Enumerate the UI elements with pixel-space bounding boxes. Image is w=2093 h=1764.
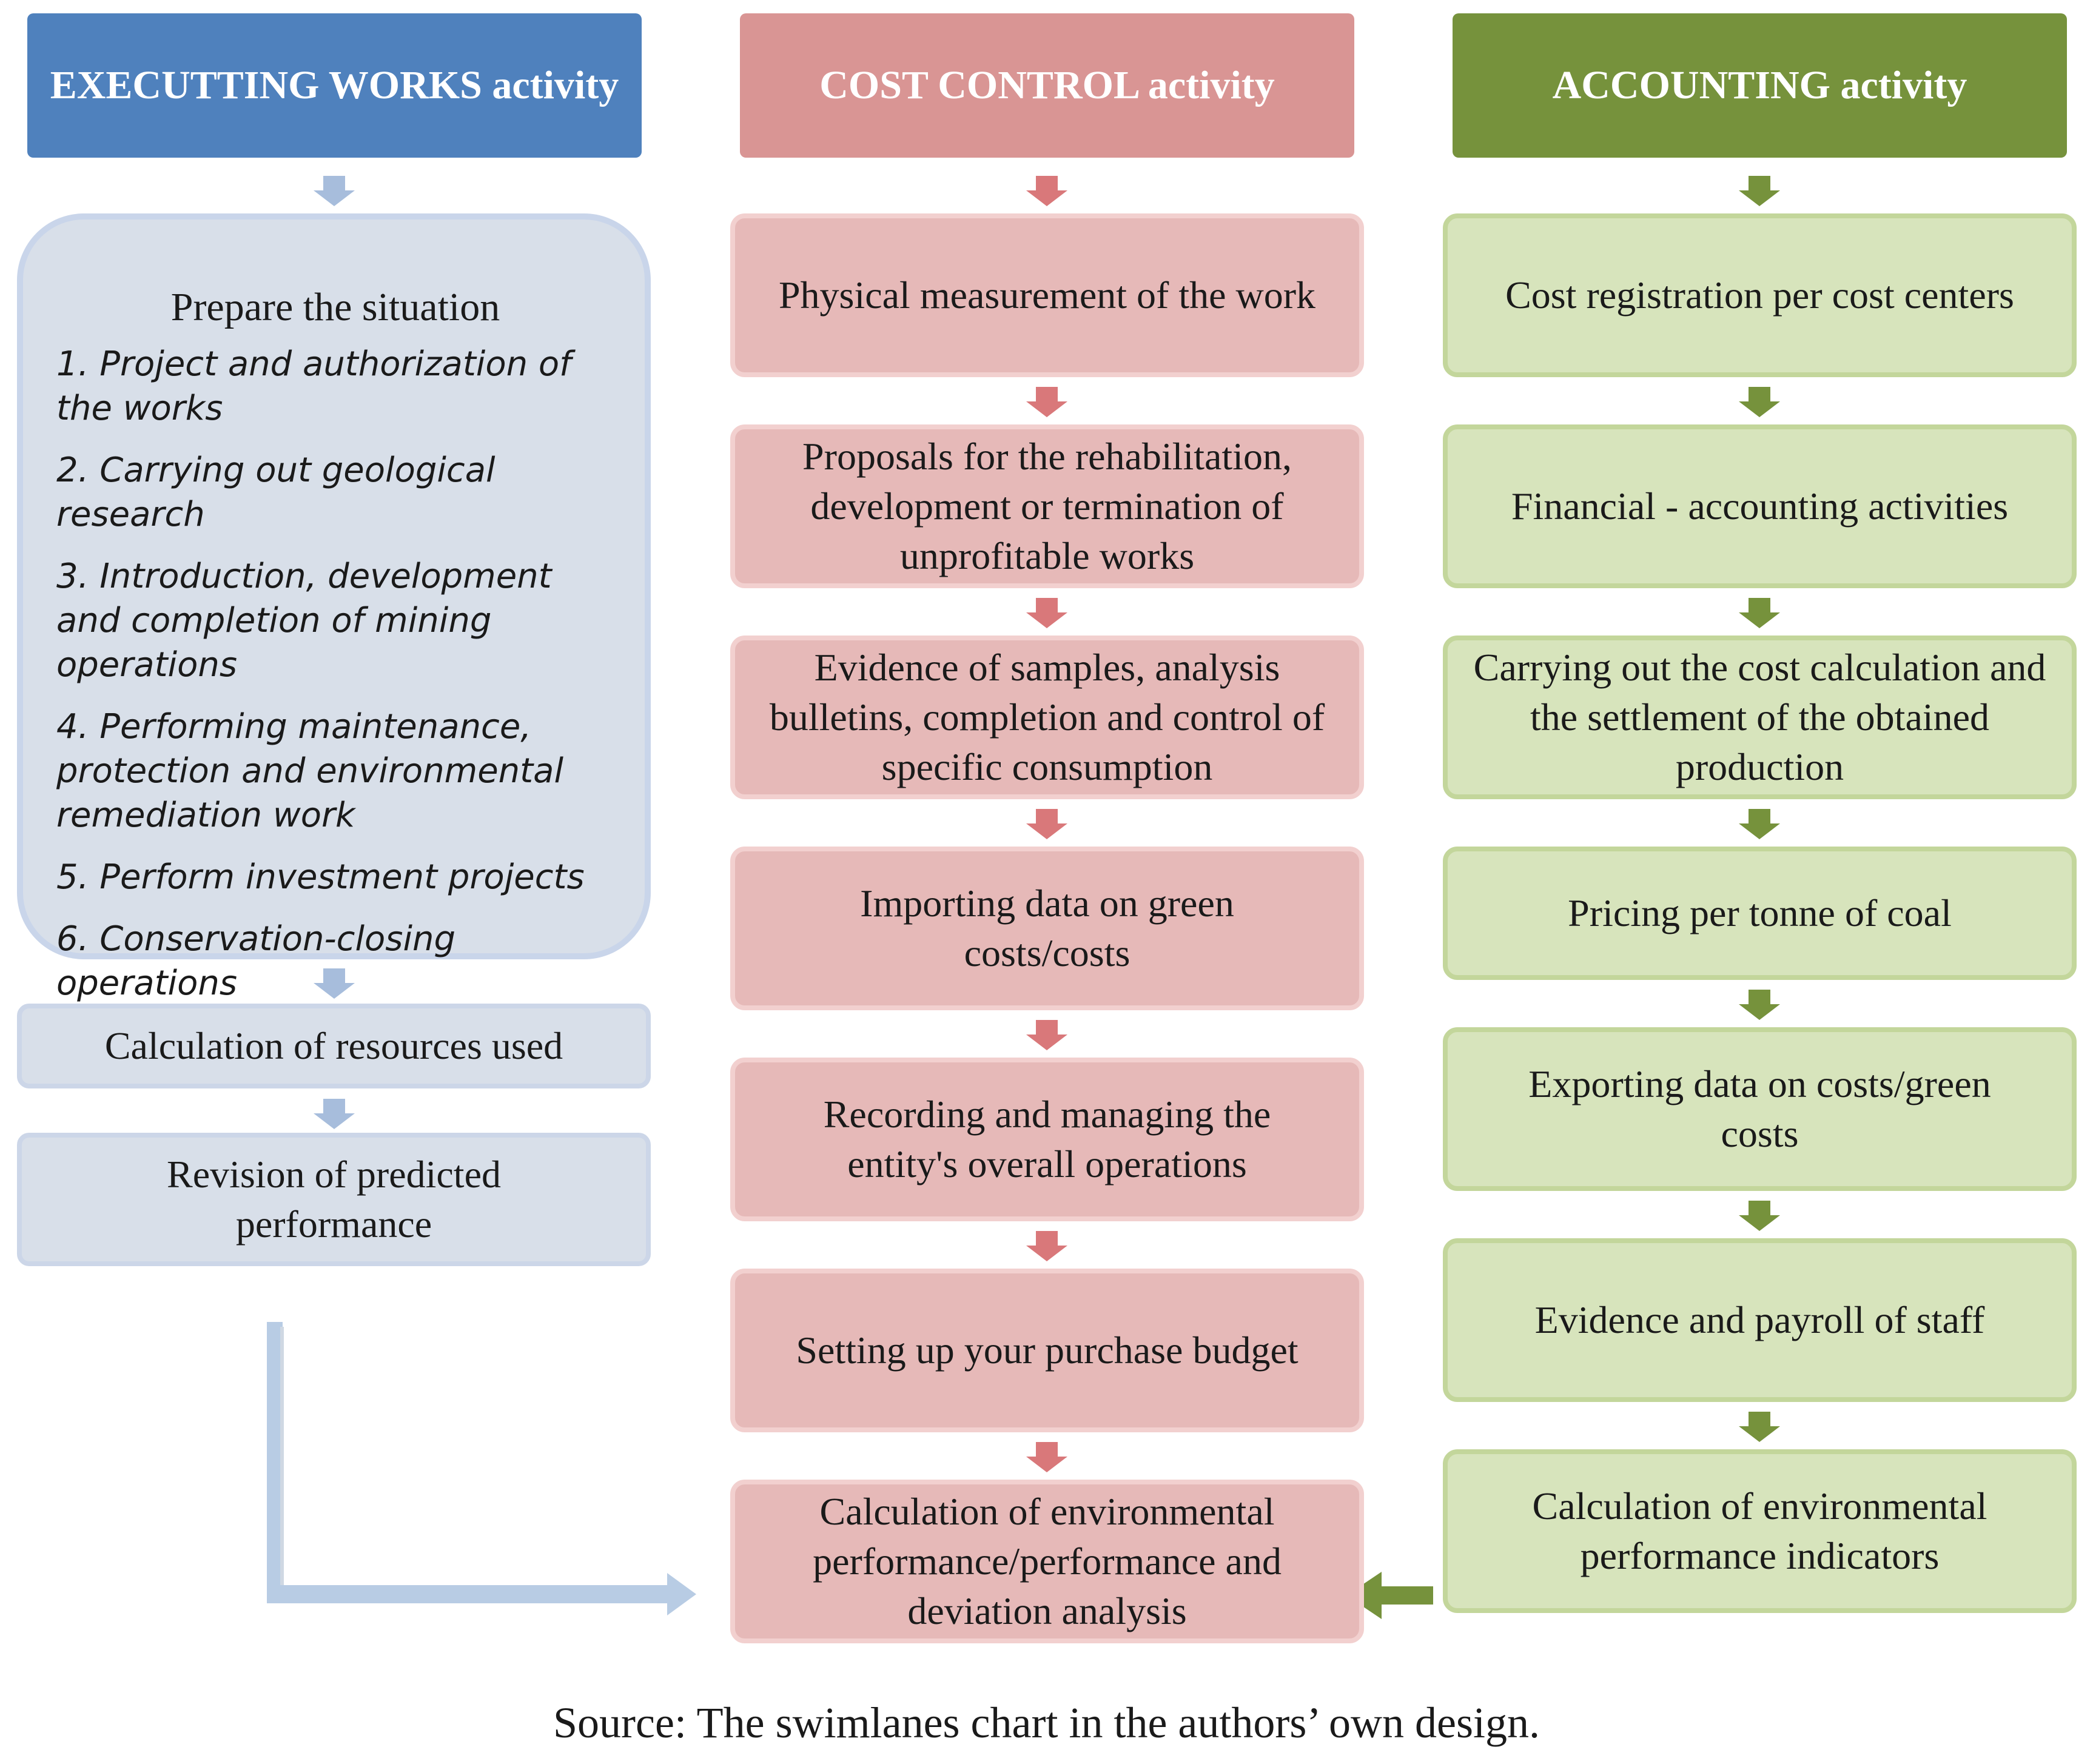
arrow-down-blue-3 (314, 1099, 355, 1129)
acc-step-1: Cost registration per cost centers (1443, 213, 2077, 377)
acc-step-label: Evidence and payroll of staff (1534, 1298, 1985, 1341)
list-item: 5. Perform investment projects (56, 857, 585, 897)
header-executing-label: EXECUTTING WORKS activity (50, 63, 619, 107)
list-item: 3. Introduction, development and complet… (56, 557, 552, 685)
cost-step-1: Physical measurement of the work (730, 213, 1364, 377)
acc-step-label: Calculation of environmental performance… (1532, 1484, 1987, 1577)
calc-resources-label: Calculation of resources used (104, 1024, 563, 1067)
cost-step-label: Recording and managing the entity's over… (823, 1093, 1271, 1186)
blue-l-connector (267, 1322, 696, 1615)
list-item: 1. Project and authorization of the work… (56, 344, 571, 428)
acc-step-label: Cost registration per cost centers (1505, 273, 2014, 317)
acc-step-2: Financial - accounting activities (1443, 424, 2077, 588)
cost-step-label: Setting up your purchase budget (796, 1329, 1298, 1372)
acc-step-label: Pricing per tonne of coal (1568, 891, 1952, 934)
acc-step-5: Exporting data on costs/green costs (1443, 1027, 2077, 1191)
cost-step-label: Calculation of environmental performance… (813, 1490, 1282, 1632)
acc-step-6: Evidence and payroll of staff (1443, 1238, 2077, 1402)
arrow-down-blue-2 (314, 968, 355, 999)
arrow-down-blue-1 (314, 176, 355, 206)
header-cost-control: COST CONTROL activity (740, 13, 1354, 158)
acc-step-7: Calculation of environmental performance… (1443, 1449, 2077, 1613)
acc-step-label: Carrying out the cost calculation and th… (1473, 646, 2046, 788)
cost-step-label: Evidence of samples, analysis bulletins,… (769, 646, 1325, 788)
revision-label: Revision of predicted performance (167, 1153, 501, 1246)
header-accounting: ACCOUNTING activity (1453, 13, 2067, 158)
list-item: 4. Performing maintenance, protection an… (56, 707, 564, 835)
cost-step-label: Physical measurement of the work (778, 273, 1316, 317)
header-accounting-label: ACCOUNTING activity (1552, 63, 1967, 107)
cost-step-6: Setting up your purchase budget (730, 1269, 1364, 1432)
list-item: 6. Conservation-closing operations (56, 919, 456, 1003)
header-cost-control-label: COST CONTROL activity (819, 63, 1275, 107)
cost-step-3: Evidence of samples, analysis bulletins,… (730, 636, 1364, 799)
cost-step-label: Importing data on green costs/costs (860, 882, 1234, 974)
green-left-arrow (1346, 1572, 1433, 1619)
revision-box: Revision of predicted performance (17, 1133, 651, 1266)
red-lane-arrows (1026, 176, 1067, 1472)
cost-step-7: Calculation of environmental performance… (730, 1480, 1364, 1643)
cost-step-4: Importing data on green costs/costs (730, 847, 1364, 1010)
calc-resources-box: Calculation of resources used (17, 1004, 651, 1088)
green-lane-arrows (1739, 176, 1780, 1442)
prepare-title: Prepare the situation (170, 285, 500, 329)
cost-step-5: Recording and managing the entity's over… (730, 1058, 1364, 1221)
prepare-situation-box: Prepare the situation 1. Project and aut… (17, 213, 651, 1003)
source-caption: Source: The swimlanes chart in the autho… (553, 1699, 1540, 1747)
list-item: 2. Carrying out geological research (56, 451, 496, 534)
acc-step-label: Financial - accounting activities (1511, 485, 2009, 528)
acc-step-3: Carrying out the cost calculation and th… (1443, 636, 2077, 799)
prepare-list: 1. Project and authorization of the work… (56, 342, 614, 1005)
cost-step-2: Proposals for the rehabilitation, develo… (730, 424, 1364, 588)
acc-step-label: Exporting data on costs/green costs (1528, 1062, 1991, 1155)
acc-step-4: Pricing per tonne of coal (1443, 847, 2077, 980)
cost-step-label: Proposals for the rehabilitation, develo… (802, 435, 1292, 577)
header-executing-works: EXECUTTING WORKS activity (27, 13, 642, 158)
